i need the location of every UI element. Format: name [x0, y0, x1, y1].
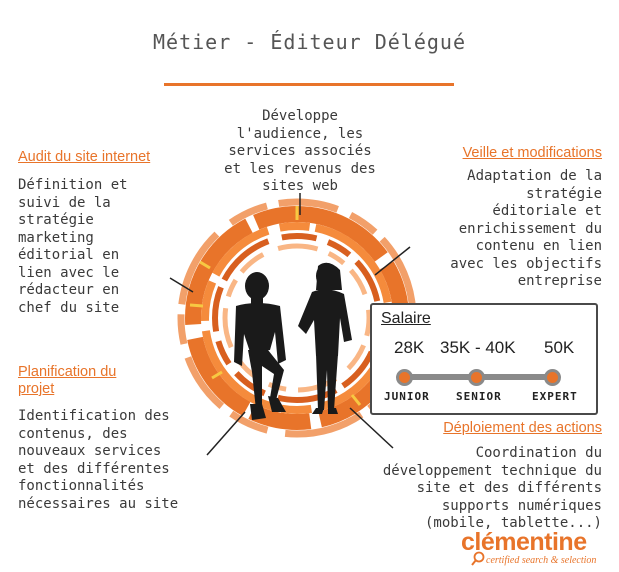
- planification-title-line1: Planification du: [18, 364, 117, 380]
- logo: clémentine: [461, 528, 587, 556]
- salary-value-expert: 50K: [544, 338, 575, 357]
- salary-dot-expert: [544, 369, 561, 386]
- business-woman-silhouette-icon: [298, 262, 352, 414]
- inner-ring-3: [222, 243, 372, 393]
- magnifier-icon: [471, 551, 485, 566]
- salary-title: Salaire: [381, 310, 431, 327]
- connector-planification: [206, 411, 246, 456]
- salary-level-expert: EXPERT: [532, 390, 578, 403]
- planification-title-line2: projet: [18, 381, 55, 397]
- salary-value-senior: 35K - 40K: [440, 338, 516, 357]
- audit-text: Définition et suivi de la stratégie mark…: [18, 177, 128, 316]
- planification-text: Identification des contenus, des nouveau…: [18, 408, 179, 512]
- page-title: Métier - Éditeur Délégué: [153, 30, 466, 54]
- audit-title: Audit du site internet: [18, 149, 151, 165]
- deploiement-title: Déploiement des actions: [443, 420, 602, 436]
- deploiement-text: Coordination du développement technique …: [382, 445, 602, 531]
- veille-text: Adaptation de la stratégie éditoriale et…: [450, 168, 602, 289]
- salary-box: Salaire 28K 35K - 40K 50K JUNIOR SENIOR …: [370, 303, 598, 415]
- salary-dot-junior: [396, 369, 413, 386]
- ring-tick: [189, 303, 204, 308]
- connector-veille: [374, 246, 411, 276]
- salary-value-junior: 28K: [394, 338, 425, 357]
- connector-deploiement: [349, 407, 394, 449]
- salary-level-senior: SENIOR: [456, 390, 502, 403]
- veille-title: Veille et modifications: [462, 145, 602, 161]
- title-underline: [164, 83, 454, 86]
- salary-dot-senior: [468, 369, 485, 386]
- inner-ring-1: [201, 222, 393, 414]
- logo-tagline: certified search & selection: [486, 555, 597, 566]
- ring-tick: [350, 394, 362, 406]
- ring-tick: [211, 370, 223, 380]
- connector-audit: [169, 277, 194, 293]
- salary-level-junior: JUNIOR: [384, 390, 430, 403]
- business-man-silhouette-icon: [234, 272, 286, 420]
- ring-tick: [199, 260, 211, 270]
- top-center-text: Développe l'audience, les services assoc…: [224, 108, 376, 194]
